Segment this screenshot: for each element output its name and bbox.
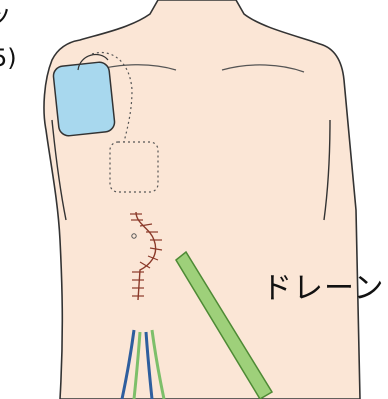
drain-label: ドレーン <box>262 263 385 307</box>
torso <box>44 0 360 399</box>
electrode-pad <box>52 61 115 136</box>
cropped-label-top: ッ <box>0 0 12 31</box>
cropped-label-paren: 5) <box>0 44 17 72</box>
